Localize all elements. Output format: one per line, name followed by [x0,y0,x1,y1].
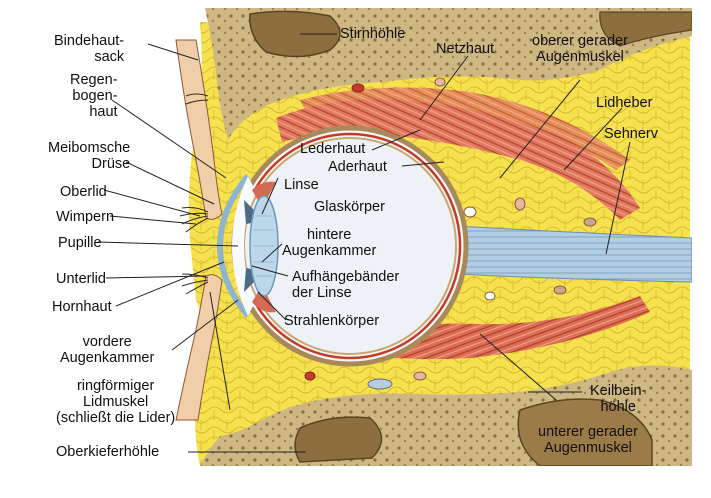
label-lederhaut: Lederhaut [300,141,365,157]
label-stirnhoehle: Stirnhöhle [340,26,405,42]
label-keilbeinhoehle: Keilbein- höhle [590,383,646,415]
label-unterer-gerader-augenmuskel: unterer gerader Augenmuskel [538,424,638,456]
label-glaskoerper: Glaskörper [314,199,385,215]
label-aderhaut: Aderhaut [328,159,387,175]
label-ringfoermiger-lidmuskel: ringförmiger Lidmuskel (schließt die Lid… [56,378,175,426]
label-hornhaut: Hornhaut [52,299,112,315]
label-unterlid: Unterlid [56,271,106,287]
label-aufhaengebaender: Aufhängebänder der Linse [292,269,399,301]
label-vordere-augenkammer: vordere Augenkammer [60,334,154,366]
label-lidheber: Lidheber [596,95,652,111]
label-oberlid: Oberlid [60,184,107,200]
label-bindehautsack: Bindehaut- sack [54,33,124,65]
label-netzhaut: Netzhaut [436,41,494,57]
label-strahlenkoerper: Strahlenkörper [284,313,379,329]
label-pupille: Pupille [58,235,102,251]
label-wimpern: Wimpern [56,209,114,225]
label-oberer-gerader-augenmuskel: oberer gerader Augenmuskel [532,33,628,65]
label-sehnerv: Sehnerv [604,126,658,142]
label-meibomsche-druese: Meibomsche Drüse [48,140,130,172]
label-regenbogenhaut: Regen- bogen- haut [70,72,118,120]
label-hintere-augenkammer: hintere Augenkammer [282,227,376,259]
label-linse: Linse [284,177,319,193]
label-oberkieferhoehle: Oberkieferhöhle [56,444,159,460]
